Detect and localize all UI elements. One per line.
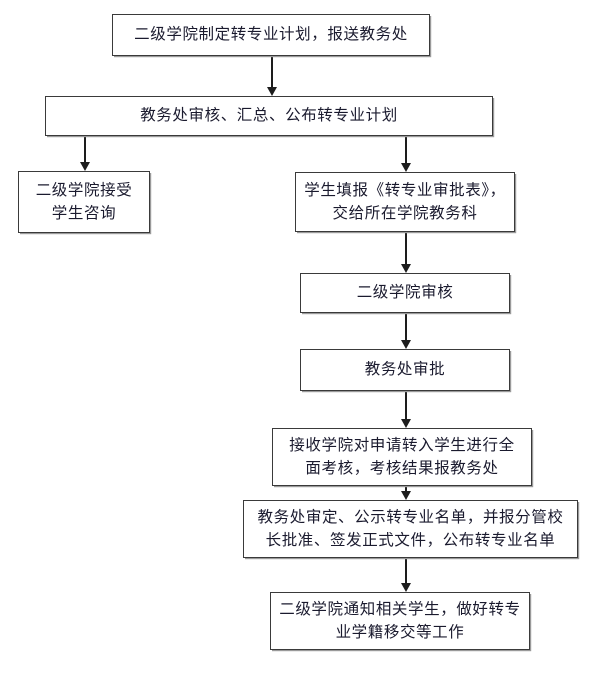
- node-final-approval-publish: 教务处审定、公示转专业名单，并报分管校 长批准、签发正式文件，公布转专业名单: [243, 500, 578, 558]
- node-student-consultation: 二级学院接受 学生咨询: [18, 171, 150, 233]
- connector-review-to-consultation: [79, 136, 90, 171]
- connector-line: [405, 558, 407, 585]
- arrowhead-icon: [266, 87, 277, 96]
- connector-approval-to-assessment: [400, 391, 411, 428]
- arrowhead-icon: [400, 583, 411, 592]
- node-academic-affairs-approval: 教务处审批: [300, 349, 510, 391]
- node-student-consultation-label: 二级学院接受 学生咨询: [35, 181, 133, 222]
- connector-line: [405, 313, 407, 342]
- connector-application-to-college-review: [400, 232, 411, 273]
- node-college-review-label: 二级学院审核: [356, 284, 454, 302]
- node-receiving-college-assessment-label: 接收学院对申请转入学生进行全 面考核，考核结果报教务处: [289, 436, 515, 477]
- node-academic-affairs-approval-label: 教务处审批: [364, 361, 446, 379]
- arrowhead-icon: [400, 491, 411, 500]
- arrowhead-icon: [400, 340, 411, 349]
- arrowhead-icon: [400, 264, 411, 273]
- connector-final-approval-to-notify: [400, 558, 411, 592]
- arrowhead-icon: [79, 162, 90, 171]
- node-review-publish-plan: 教务处审核、汇总、公布转专业计划: [45, 96, 493, 136]
- node-final-approval-publish-label: 教务处审定、公示转专业名单，并报分管校 长批准、签发正式文件，公布转专业名单: [257, 508, 564, 549]
- node-plan-submit-label: 二级学院制定转专业计划，报送教务处: [134, 26, 408, 44]
- node-receiving-college-assessment: 接收学院对申请转入学生进行全 面考核，考核结果报教务处: [272, 428, 532, 486]
- node-college-review: 二级学院审核: [300, 273, 510, 313]
- node-notify-and-transfer: 二级学院通知相关学生，做好转专 业学籍移交等工作: [270, 592, 530, 650]
- connector-line: [271, 56, 273, 89]
- connector-plan-to-review: [266, 56, 277, 96]
- connector-line: [405, 391, 407, 421]
- node-plan-submit: 二级学院制定转专业计划，报送教务处: [112, 14, 430, 56]
- node-student-application-form: 学生填报《转专业审批表》， 交给所在学院教务科: [295, 172, 515, 232]
- connector-line: [405, 136, 407, 165]
- node-notify-and-transfer-label: 二级学院通知相关学生，做好转专 业学籍移交等工作: [279, 600, 521, 641]
- arrowhead-icon: [400, 163, 411, 172]
- node-student-application-form-label: 学生填报《转专业审批表》， 交给所在学院教务科: [304, 181, 506, 222]
- node-review-publish-plan-label: 教务处审核、汇总、公布转专业计划: [140, 107, 398, 125]
- arrowhead-icon: [400, 419, 411, 428]
- connector-line: [405, 232, 407, 266]
- connector-review-to-application: [400, 136, 411, 172]
- connector-college-review-to-approval: [400, 313, 411, 349]
- connector-line: [84, 136, 86, 164]
